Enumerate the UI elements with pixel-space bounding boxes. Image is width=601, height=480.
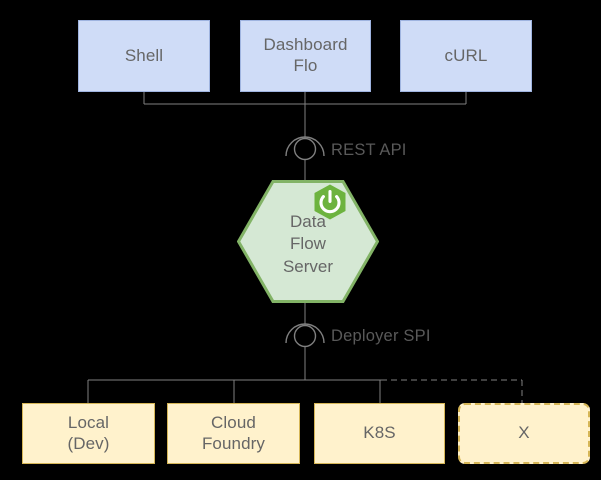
platform-node-local-dev-label: Local (Dev) bbox=[67, 412, 110, 453]
interface-label-rest-api: REST API bbox=[331, 141, 407, 159]
server-node-label: Data Flow Server bbox=[282, 212, 334, 276]
platform-node-cloud-foundry-label: Cloud Foundry bbox=[201, 412, 266, 453]
server-node-data-flow-server[interactable]: Data Flow Server bbox=[237, 180, 379, 303]
platform-node-cloud-foundry[interactable]: Cloud Foundry bbox=[167, 403, 300, 464]
platform-node-x-placeholder-label: X bbox=[518, 423, 530, 443]
interface-label-deployer-spi: Deployer SPI bbox=[331, 327, 431, 345]
platform-node-local-dev[interactable]: Local (Dev) bbox=[22, 403, 155, 464]
client-node-dashboard-label: Dashboard Flo bbox=[263, 35, 348, 75]
client-node-shell-label: Shell bbox=[124, 45, 164, 65]
client-node-curl-label: cURL bbox=[444, 45, 488, 65]
platform-node-x-placeholder[interactable]: X bbox=[458, 403, 590, 464]
spring-boot-power-icon bbox=[314, 184, 346, 220]
client-node-dashboard[interactable]: Dashboard Flo bbox=[240, 20, 371, 92]
platform-node-k8s[interactable]: K8S bbox=[314, 403, 445, 464]
platform-node-k8s-label: K8S bbox=[363, 423, 396, 443]
client-node-curl[interactable]: cURL bbox=[400, 20, 532, 92]
client-node-shell[interactable]: Shell bbox=[78, 20, 210, 92]
ball-and-socket-icon-rest-api bbox=[285, 136, 325, 161]
ball-and-socket-icon-deployer-spi bbox=[285, 323, 325, 348]
